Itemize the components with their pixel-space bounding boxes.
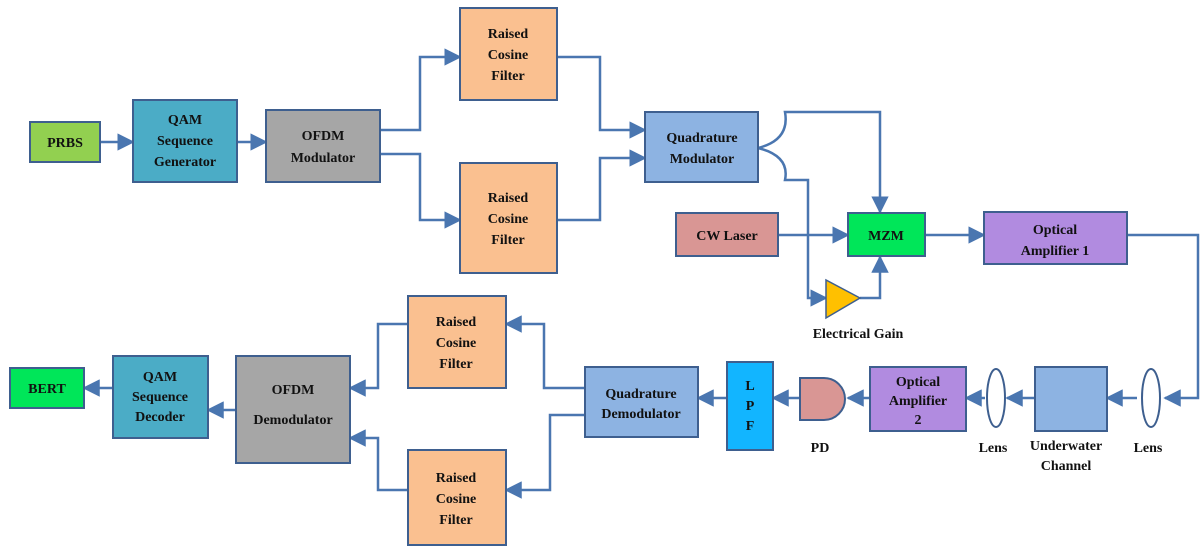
rcf-tx-top-label-2: Cosine xyxy=(488,48,528,63)
wire-qmod-to-mzm xyxy=(757,110,889,214)
opt-amp2-label-1: Optical xyxy=(896,375,940,390)
underwater-channel-block: Underwater Channel xyxy=(1030,366,1108,474)
mzm-label: MZM xyxy=(868,229,904,244)
rcf-tx-top-label-1: Raised xyxy=(488,27,529,42)
underwater-channel-label-2: Channel xyxy=(1041,459,1092,474)
cw-laser-block: CW Laser xyxy=(675,212,779,257)
electrical-gain-label: Electrical Gain xyxy=(813,327,904,342)
qam-dec-label-1: QAM xyxy=(143,370,177,385)
ofdm-demod-label-2: Demodulator xyxy=(253,413,332,428)
ofdm-mod-label-1: OFDM xyxy=(302,129,345,144)
lens-left: Lens xyxy=(979,368,1008,456)
wire-ofdm-to-rcf-bottom xyxy=(380,152,462,229)
connections xyxy=(82,48,1200,499)
wire-amp1-to-lens-right xyxy=(1127,233,1200,407)
quad-demod-label-2: Demodulator xyxy=(601,407,680,422)
quadrature-demodulator-block: Quadrature Demodulator xyxy=(584,366,699,438)
ofdm-demod-label-1: OFDM xyxy=(272,383,315,398)
quad-mod-label-1: Quadrature xyxy=(666,131,737,146)
raised-cosine-filter-tx-top-block: Raised Cosine Filter xyxy=(459,7,558,101)
bert-block: BERT xyxy=(9,367,85,409)
qam-dec-label-2: Sequence xyxy=(132,390,188,405)
photodetector-icon xyxy=(799,377,846,421)
opt-amp1-label-2: Amplifier 1 xyxy=(1021,244,1090,259)
lens-left-label: Lens xyxy=(979,441,1008,456)
raised-cosine-filter-tx-bottom-block: Raised Cosine Filter xyxy=(459,162,558,274)
rcf-tx-bottom-label-2: Cosine xyxy=(488,212,528,227)
mzm-block: MZM xyxy=(847,212,926,257)
photodetector-block: PD xyxy=(799,377,846,456)
underwater-channel-label-1: Underwater xyxy=(1030,439,1102,454)
qam-sequence-decoder-block: QAM Sequence Decoder xyxy=(112,355,209,439)
rcf-rx-top-label-3: Filter xyxy=(439,357,472,372)
wire-rcf-bottom-to-qmod xyxy=(557,149,647,222)
wire-ofdm-to-rcf-top xyxy=(380,48,462,132)
lens-icon xyxy=(986,368,1006,428)
raised-cosine-filter-rx-top-block: Raised Cosine Filter xyxy=(407,295,507,389)
wire-rcf-rx-bottom-to-ofdm-demod xyxy=(348,429,408,492)
optical-amplifier-2-block: Optical Amplifier 2 xyxy=(869,366,967,432)
ofdm-modulator-block: OFDM Modulator xyxy=(265,109,381,183)
rcf-rx-bottom-label-2: Cosine xyxy=(436,492,476,507)
bert-label: BERT xyxy=(28,382,66,397)
rcf-tx-top-label-3: Filter xyxy=(491,69,524,84)
rcf-tx-bottom-label-3: Filter xyxy=(491,233,524,248)
wire-qmod-to-gain xyxy=(757,146,828,307)
ofdm-mod-label-2: Modulator xyxy=(291,151,356,166)
rcf-rx-bottom-label-3: Filter xyxy=(439,513,472,528)
prbs-label: PRBS xyxy=(47,136,83,151)
qam-gen-label-3: Generator xyxy=(154,155,216,170)
lpf-label-2: P xyxy=(746,399,755,414)
amplifier-triangle-icon xyxy=(825,278,862,320)
quad-demod-label-1: Quadrature xyxy=(605,387,676,402)
qam-sequence-generator-block: QAM Sequence Generator xyxy=(132,99,238,183)
wire-rcf-rx-top-to-ofdm-demod xyxy=(348,322,408,397)
wire-gain-to-mzm xyxy=(860,255,889,300)
qam-dec-label-3: Decoder xyxy=(135,410,185,425)
rcf-rx-top-label-1: Raised xyxy=(436,315,477,330)
lpf-label-1: L xyxy=(745,379,754,394)
pd-label: PD xyxy=(811,441,830,456)
wire-qdemod-to-rcf-rx-bottom xyxy=(504,413,585,499)
rcf-rx-top-label-2: Cosine xyxy=(436,336,476,351)
rcf-tx-bottom-label-1: Raised xyxy=(488,191,529,206)
qam-gen-label-1: QAM xyxy=(168,113,202,128)
rcf-rx-bottom-label-1: Raised xyxy=(436,471,477,486)
wire-rcf-top-to-qmod xyxy=(557,55,647,139)
opt-amp2-label-2: Amplifier xyxy=(889,394,947,409)
prbs-block: PRBS xyxy=(29,121,101,163)
lpf-label-3: F xyxy=(746,419,755,434)
qam-gen-label-2: Sequence xyxy=(157,134,213,149)
cw-laser-label: CW Laser xyxy=(696,229,758,244)
lens-right-label: Lens xyxy=(1134,441,1163,456)
wire-qdemod-to-rcf-rx-top xyxy=(504,315,585,390)
optical-amplifier-1-block: Optical Amplifier 1 xyxy=(983,211,1128,265)
quadrature-modulator-block: Quadrature Modulator xyxy=(644,111,759,183)
ofdm-demodulator-block: OFDM Demodulator xyxy=(235,355,351,464)
opt-amp2-label-3: 2 xyxy=(915,413,922,428)
opt-amp1-label-1: Optical xyxy=(1033,223,1077,238)
lens-icon xyxy=(1141,368,1161,428)
electrical-gain-block: Electrical Gain xyxy=(813,278,904,342)
quad-mod-label-2: Modulator xyxy=(670,152,735,167)
raised-cosine-filter-rx-bottom-block: Raised Cosine Filter xyxy=(407,449,507,546)
lens-right: Lens xyxy=(1134,368,1163,456)
low-pass-filter-block: L P F xyxy=(726,361,774,451)
